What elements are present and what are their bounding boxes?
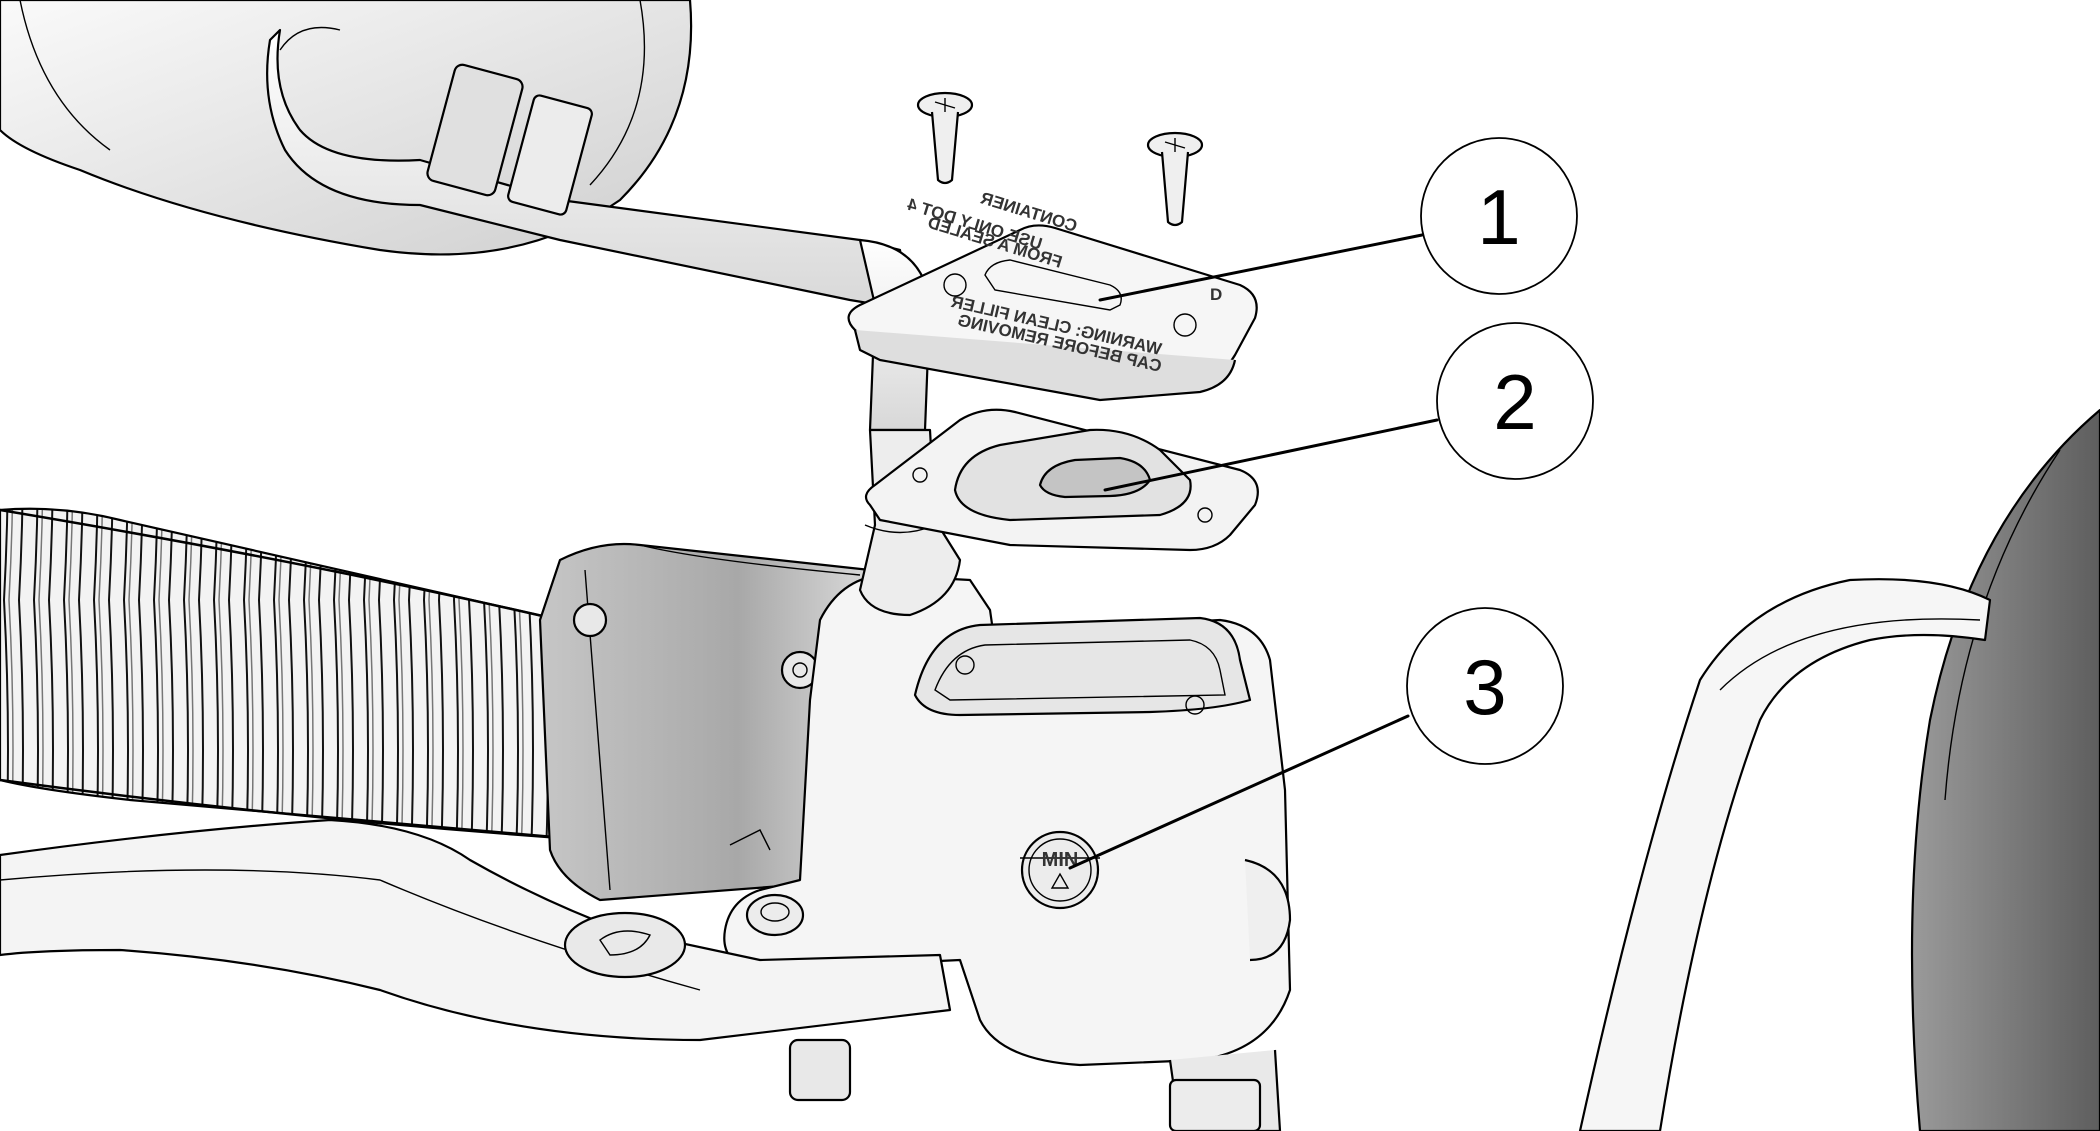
handlebar-grip: [0, 507, 592, 842]
leader-line-2: [1103, 418, 1439, 492]
wheel-tire: [1910, 408, 2100, 1131]
reservoir-diaphragm-gasket: [864, 408, 1259, 552]
cover-badge: D: [1210, 285, 1222, 304]
reservoir-min-level-mark: MIN: [1020, 830, 1100, 910]
cover-screw-right: [1146, 131, 1204, 227]
callout-2-label: 2: [1493, 358, 1536, 446]
brake-lever: [0, 818, 952, 1042]
callout-3: 3: [1406, 607, 1564, 765]
callout-1: 1: [1420, 137, 1578, 295]
leader-line-1: [1098, 233, 1424, 302]
handlebar-tube: [1578, 578, 1992, 1131]
banjo-fitting: [788, 1038, 1262, 1131]
callout-3-label: 3: [1463, 643, 1506, 731]
callout-2: 2: [1436, 322, 1594, 480]
callout-1-label: 1: [1477, 173, 1520, 261]
min-mark-text: MIN: [1042, 849, 1079, 871]
leader-line-3: [1068, 714, 1410, 870]
cover-screw-left: [916, 91, 974, 185]
reservoir-cover: USE ONLY DOT 4 FROM A SEALED CONTAINER W…: [847, 188, 1258, 402]
